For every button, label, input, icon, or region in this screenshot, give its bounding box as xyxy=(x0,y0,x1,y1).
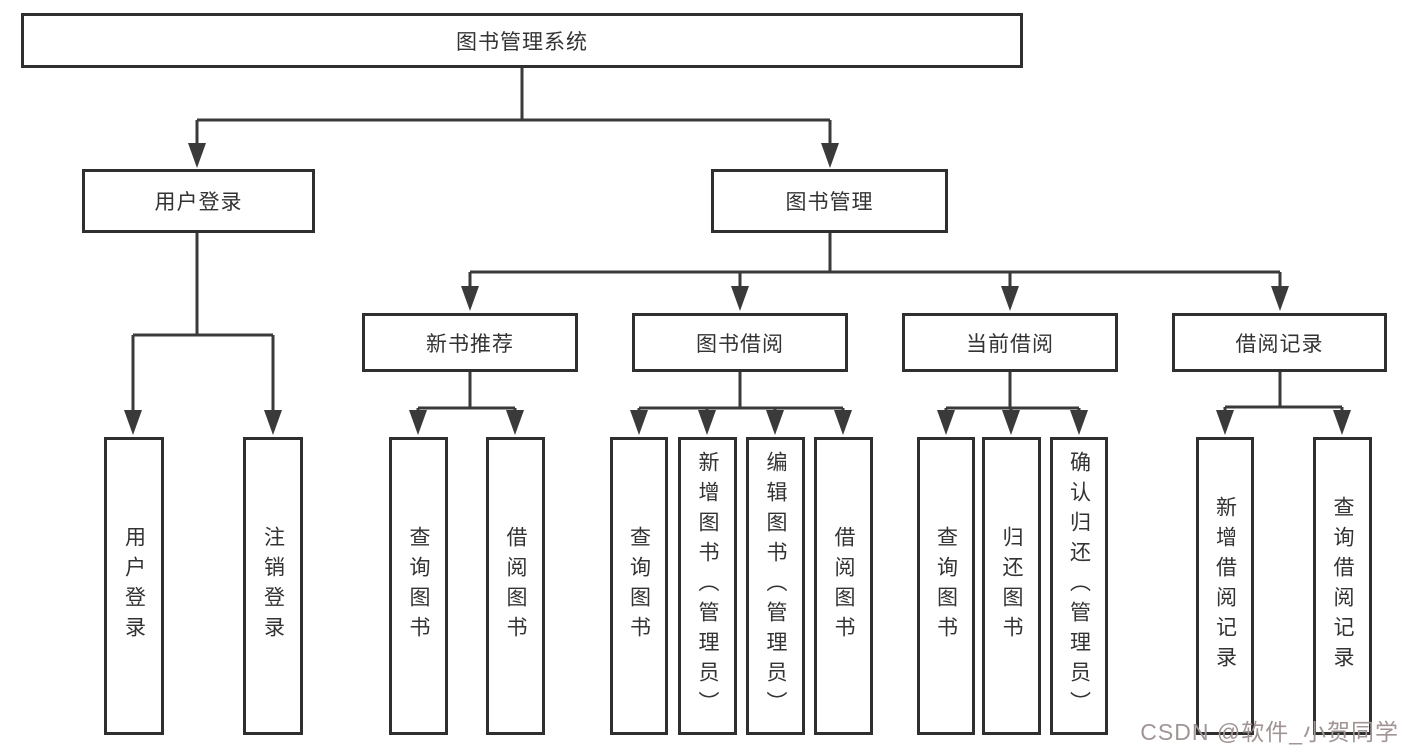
connector-currentborrow-to-leaves xyxy=(937,372,1088,435)
leaf-records-query-record-label: 查询借阅记录 xyxy=(1331,496,1354,676)
leaf-current-query-books-label: 查询图书 xyxy=(934,526,958,646)
leaf-current-return-books-label: 归还图书 xyxy=(1000,526,1023,646)
leaf-borrow-edit-books-admin: 编辑图书（管理员） xyxy=(746,437,805,735)
leaf-current-query-books: 查询图书 xyxy=(917,437,975,735)
node-root-system: 图书管理系统 xyxy=(21,13,1023,68)
leaf-newbook-borrow-books-label: 借阅图书 xyxy=(504,526,527,646)
leaf-borrow-add-books-admin: 新增图书（管理员） xyxy=(678,437,737,735)
leaf-borrow-edit-books-admin-label: 编辑图书（管理员） xyxy=(764,451,787,721)
node-user-login: 用户登录 xyxy=(82,169,315,233)
node-book-management: 图书管理 xyxy=(711,169,948,233)
leaf-records-add-record: 新增借阅记录 xyxy=(1196,437,1254,735)
connector-bookmgmt-to-level3 xyxy=(461,233,1289,311)
connector-newbook-to-leaves xyxy=(409,372,524,435)
leaf-logout: 注销登录 xyxy=(243,437,303,735)
leaf-records-add-record-label: 新增借阅记录 xyxy=(1213,496,1237,676)
leaf-borrow-query-books: 查询图书 xyxy=(610,437,668,735)
leaf-logout-label: 注销登录 xyxy=(261,526,285,646)
node-book-borrowing: 图书借阅 xyxy=(632,313,848,372)
leaf-current-confirm-return-admin-label: 确认归还（管理员） xyxy=(1067,451,1091,721)
leaf-user-login: 用户登录 xyxy=(104,437,164,735)
node-new-book-recommendation: 新书推荐 xyxy=(362,313,578,372)
leaf-user-login-label: 用户登录 xyxy=(122,526,146,646)
leaf-records-query-record: 查询借阅记录 xyxy=(1313,437,1372,735)
connector-userlogin-to-leaves xyxy=(124,233,282,435)
leaf-borrow-borrow-books: 借阅图书 xyxy=(814,437,873,735)
connector-records-to-leaves xyxy=(1216,372,1351,435)
leaf-current-confirm-return-admin: 确认归还（管理员） xyxy=(1050,437,1108,735)
leaf-newbook-borrow-books: 借阅图书 xyxy=(486,437,545,735)
leaf-newbook-query-books-label: 查询图书 xyxy=(407,526,430,646)
connector-bookborrow-to-leaves xyxy=(630,372,852,435)
node-current-borrowing: 当前借阅 xyxy=(902,313,1118,372)
csdn-watermark: CSDN @软件_小贺同学 xyxy=(1140,719,1399,745)
leaf-newbook-query-books: 查询图书 xyxy=(389,437,448,735)
leaf-borrow-add-books-admin-label: 新增图书（管理员） xyxy=(696,451,719,721)
leaf-borrow-borrow-books-label: 借阅图书 xyxy=(832,526,855,646)
node-borrowing-records: 借阅记录 xyxy=(1172,313,1387,372)
connector-root-to-level2 xyxy=(188,68,839,168)
leaf-current-return-books: 归还图书 xyxy=(982,437,1041,735)
leaf-borrow-query-books-label: 查询图书 xyxy=(627,526,651,646)
